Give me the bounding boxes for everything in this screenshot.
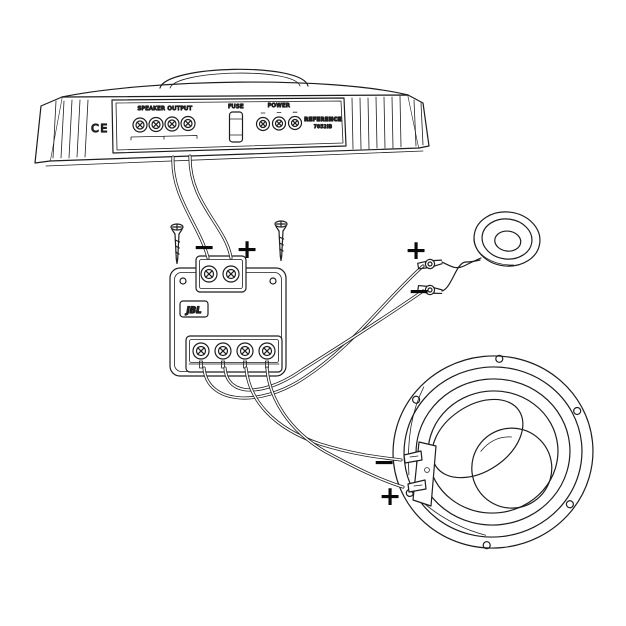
mounting-hole [495, 354, 504, 363]
woofer-cone-rim [431, 398, 524, 479]
crossover-plus-label: + [236, 234, 259, 265]
spade-slot [413, 484, 423, 487]
mounting-hole [482, 541, 491, 550]
mounting-hole [573, 406, 582, 416]
crossover-input-block-inner [199, 259, 243, 289]
amp-terminal-bracket [130, 135, 198, 141]
tweeter-plus-label: + [405, 235, 428, 266]
woofer-dome-highlight [480, 436, 512, 452]
woofer-basket-arc [408, 386, 425, 476]
screw-terminal [132, 117, 148, 133]
crossover-output-block-inner [189, 339, 279, 363]
power-terminal-marks [260, 111, 298, 114]
crossover-screw-hole [269, 277, 277, 285]
crossover-output-terminal [258, 342, 276, 360]
terminal-slot [199, 360, 203, 369]
amp-top-bump [159, 68, 309, 89]
woofer-terminal-plate [403, 441, 437, 507]
woofer [392, 354, 594, 550]
mounting-screw-right [274, 220, 288, 262]
screw-terminal [255, 116, 271, 132]
tweeter-lower-rim [473, 238, 515, 266]
amp-base-line [45, 150, 424, 167]
screw-terminal [148, 116, 164, 133]
tweeter-leads [441, 257, 482, 292]
crossover-minus-label: − [193, 232, 216, 263]
crossover-output-terminal [214, 342, 232, 360]
amp-top-lid [61, 81, 409, 98]
amp-top-bump-inner [169, 72, 301, 89]
ring-terminal-plus [417, 258, 443, 270]
amplifier: SPEAKER OUTPUT FUSE POWER REFERENCE 7052… [34, 68, 430, 167]
crossover-to-tweeter-wires [202, 264, 425, 400]
amp-model-name: REFERENCE [304, 117, 342, 123]
tweeter-outer-ring [473, 211, 541, 267]
amp-panel-inner [115, 100, 344, 151]
crossover-output-terminal [192, 342, 210, 360]
amp-heatsink-left [52, 99, 89, 159]
polarity-labels: − + + − − + [193, 232, 431, 512]
spade-slot [409, 455, 419, 458]
amp-power-terminals [255, 115, 303, 132]
speaker-output-label: SPEAKER OUTPUT [138, 106, 193, 112]
tweeter-lead-wire [441, 257, 482, 269]
amp-right-endcap [407, 94, 430, 149]
tweeter [473, 211, 541, 267]
amp-to-crossover-wires [171, 154, 233, 260]
screw-terminal [180, 115, 196, 132]
screw-terminal [164, 116, 180, 132]
amp-fuse [228, 111, 244, 143]
amp-heatsink-right [351, 95, 424, 150]
crossover-input-terminal-plus [222, 265, 240, 283]
crossover-output-block [185, 335, 283, 373]
power-label: POWER [268, 103, 290, 109]
mounting-screw-left [170, 223, 184, 265]
tweeter-inner-ring [481, 218, 533, 260]
woofer-minus-label: − [373, 447, 396, 478]
woofer-flange-outer [392, 355, 594, 549]
tweeter-minus-label: − [408, 276, 431, 307]
ce-mark: CE [91, 122, 109, 135]
plate-hole [424, 467, 430, 473]
tweeter-dome [494, 230, 522, 252]
crossover-input-block [195, 255, 247, 293]
terminal-slot [221, 360, 225, 369]
mounting-hole [412, 395, 421, 404]
fuse-label: FUSE [228, 104, 244, 110]
woofer-dust-cap [471, 427, 553, 509]
crossover-input-terminal-minus [200, 265, 218, 283]
crossover-screw-hole [179, 277, 187, 285]
amp-model-number: 7052IB [314, 124, 333, 130]
crossover-output-terminal [236, 342, 254, 360]
woofer-plus-label: + [379, 481, 402, 512]
ring-terminal-minus [417, 284, 443, 296]
screw-terminal [271, 116, 287, 131]
mounting-hole [565, 500, 574, 509]
crossover-to-woofer-wires [244, 366, 405, 489]
tweeter-lead-wire [441, 259, 481, 292]
jbl-logo-text: JBL [184, 306, 201, 316]
screw-terminal [287, 115, 303, 131]
crossover: JBL [169, 255, 287, 377]
jbl-badge: JBL [179, 300, 209, 318]
